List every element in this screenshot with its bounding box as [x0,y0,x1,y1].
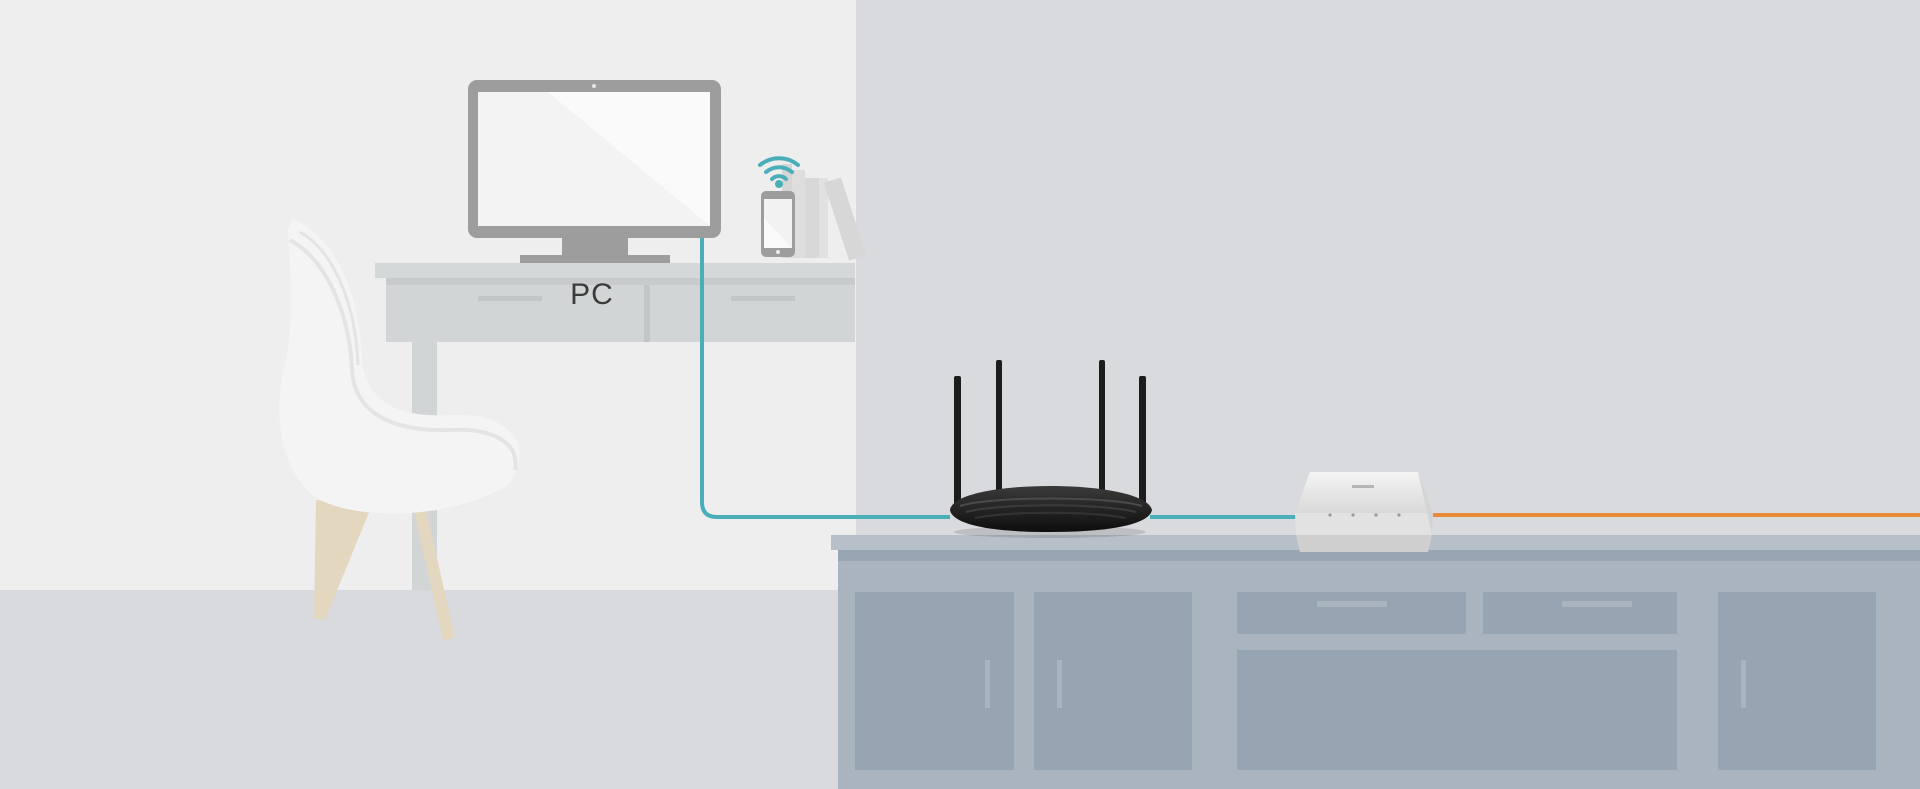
smartphone-icon [761,191,795,257]
wifi-icon [758,156,800,188]
modem-icon [1295,472,1433,552]
chair [279,218,520,640]
ethernet-cable-pc-router [700,238,950,519]
pc-label: PC [570,278,614,311]
router-icon [950,360,1152,538]
monitor-icon [468,80,721,263]
cabinet [831,535,1920,789]
